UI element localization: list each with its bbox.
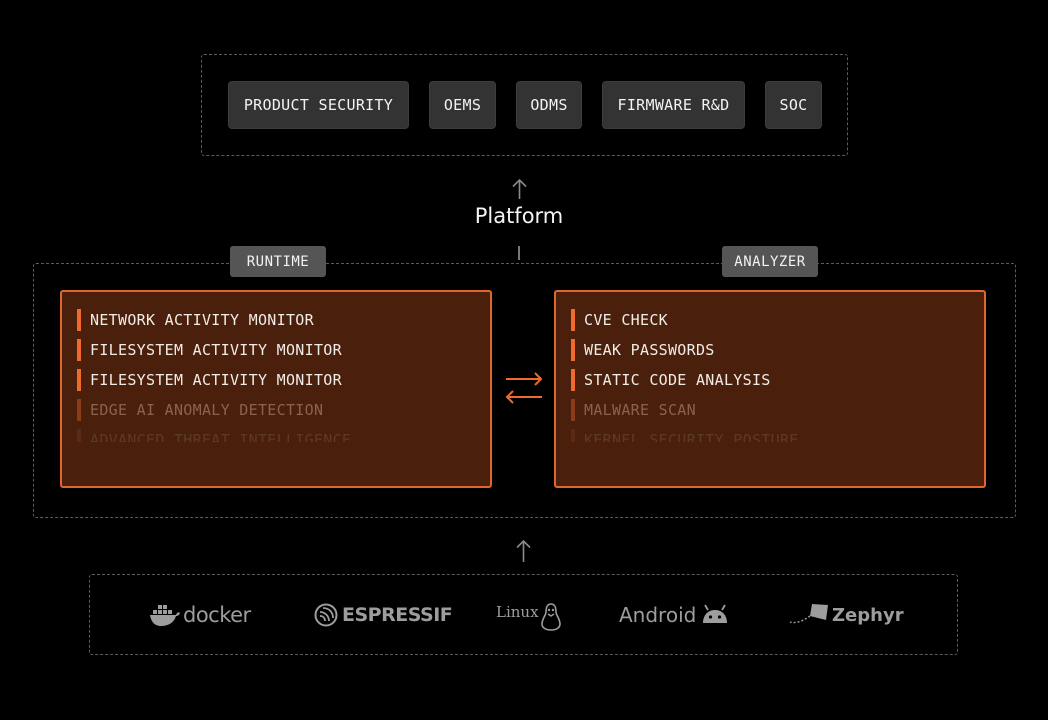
runtime-item-label: FILESYSTEM ACTIVITY MONITOR — [90, 371, 342, 389]
zephyr-wordmark: Zephyr — [832, 604, 904, 626]
list-item: ADVANCED THREAT INTELLIGENCE — [77, 429, 351, 442]
bidirectional-arrow-icon — [505, 372, 543, 404]
android-logo: Android — [619, 598, 729, 632]
docker-wordmark: docker — [183, 603, 251, 627]
analyzer-item-label: MALWARE SCAN — [584, 401, 696, 419]
list-item: FILESYSTEM ACTIVITY MONITOR — [77, 339, 342, 361]
zephyr-kite-icon — [789, 604, 828, 624]
accent-bar — [77, 369, 81, 391]
audience-chip-odms: ODMS — [516, 81, 582, 129]
runtime-item-label: ADVANCED THREAT INTELLIGENCE — [90, 431, 352, 442]
analyzer-item-label: CVE CHECK — [584, 311, 668, 329]
arrow-up-icon — [516, 539, 531, 562]
platform-group — [33, 263, 1016, 518]
linux-logo: Linux — [496, 600, 563, 634]
analyzer-item-label: WEAK PASSWORDS — [584, 341, 715, 359]
accent-bar — [77, 399, 81, 421]
list-item: FILESYSTEM ACTIVITY MONITOR — [77, 369, 342, 391]
accent-bar — [77, 309, 81, 331]
accent-bar — [571, 339, 575, 361]
arrow-up-icon — [512, 178, 527, 199]
accent-bar — [77, 339, 81, 361]
espressif-logo: ESPRESSIF — [314, 598, 453, 632]
runtime-tag: RUNTIME — [230, 246, 326, 277]
list-item: WEAK PASSWORDS — [571, 339, 715, 361]
list-item: MALWARE SCAN — [571, 399, 696, 421]
audience-chip-soc: SOC — [765, 81, 822, 129]
audience-group — [201, 54, 848, 156]
list-item: CVE CHECK — [571, 309, 668, 331]
zephyr-logo: Zephyr — [788, 598, 904, 632]
runtime-item-label: EDGE AI ANOMALY DETECTION — [90, 401, 324, 419]
analyzer-item-label: KERNEL SECURITY POSTURE — [584, 431, 799, 442]
list-item: NETWORK ACTIVITY MONITOR — [77, 309, 314, 331]
analyzer-item-label: STATIC CODE ANALYSIS — [584, 371, 771, 389]
tux-penguin-icon — [540, 603, 561, 631]
supported-platforms-group — [89, 574, 958, 655]
accent-bar — [571, 399, 575, 421]
accent-bar — [571, 369, 575, 391]
espressif-wordmark: ESPRESSIF — [342, 604, 453, 626]
connector-line — [518, 246, 520, 260]
platform-title: Platform — [474, 204, 564, 228]
android-wordmark: Android — [619, 603, 697, 627]
android-robot-icon — [703, 604, 728, 623]
list-item: EDGE AI ANOMALY DETECTION — [77, 399, 323, 421]
audience-chip-product-security: PRODUCT SECURITY — [228, 81, 409, 129]
list-item: STATIC CODE ANALYSIS — [571, 369, 771, 391]
list-item: KERNEL SECURITY POSTURE — [571, 429, 799, 442]
runtime-panel: NETWORK ACTIVITY MONITOR FILESYSTEM ACTI… — [60, 290, 492, 488]
analyzer-panel: CVE CHECK WEAK PASSWORDS STATIC CODE ANA… — [554, 290, 986, 488]
docker-logo: docker — [149, 598, 251, 632]
linux-wordmark: Linux — [496, 603, 539, 621]
accent-bar — [571, 309, 575, 331]
runtime-item-label: FILESYSTEM ACTIVITY MONITOR — [90, 341, 342, 359]
analyzer-tag: ANALYZER — [722, 246, 818, 277]
accent-bar — [571, 429, 575, 442]
accent-bar — [77, 429, 81, 442]
audience-chip-oems: OEMS — [429, 81, 496, 129]
audience-chip-firmware-rd: FIRMWARE R&D — [602, 81, 745, 129]
runtime-item-label: NETWORK ACTIVITY MONITOR — [90, 311, 314, 329]
docker-whale-icon — [150, 605, 180, 626]
espressif-mark-icon — [314, 603, 338, 627]
